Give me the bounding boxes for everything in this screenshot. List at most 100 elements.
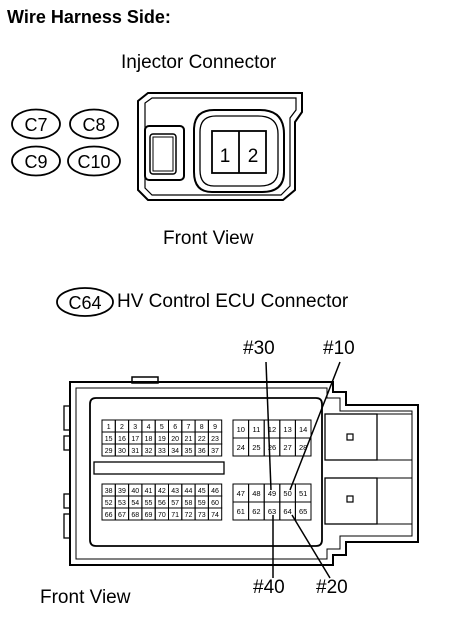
pin-label-48: 48 — [252, 489, 260, 498]
pin-label-18: 18 — [145, 436, 153, 443]
pin-label-34: 34 — [171, 448, 179, 455]
callout-pin-20: #20 — [316, 577, 348, 598]
pin-label-35: 35 — [185, 448, 193, 455]
pin-label-44: 44 — [185, 488, 193, 495]
pin-label-74: 74 — [211, 512, 219, 519]
pin-label-19: 19 — [158, 436, 166, 443]
pin-label-54: 54 — [131, 500, 139, 507]
pin-label-21: 21 — [185, 436, 193, 443]
ecu-front-view-label: Front View — [40, 587, 131, 608]
pin-label-43: 43 — [171, 488, 179, 495]
leader-10 — [289, 361, 341, 491]
injector-code-c7-label: C7 — [24, 115, 47, 135]
ecu-code-c64-label: C64 — [68, 293, 101, 313]
injector-code-c8-label: C8 — [82, 115, 105, 135]
pin-label-6: 6 — [173, 424, 177, 431]
pin-label-13: 13 — [283, 425, 291, 434]
pin-label-66: 66 — [105, 512, 113, 519]
pin-label-39: 39 — [118, 488, 126, 495]
ecu-code-c64: C64 — [56, 287, 114, 317]
pin-label-40: 40 — [131, 488, 139, 495]
pin-label-1: 1 — [107, 424, 111, 431]
injector-code-c8: C8 — [69, 108, 119, 140]
pin-cell-65 — [294, 501, 312, 521]
pin-label-17: 17 — [131, 436, 139, 443]
pin-label-26: 26 — [268, 443, 276, 452]
pin-cell-37 — [207, 443, 223, 457]
injector-code-c10-label: C10 — [77, 152, 110, 172]
pin-label-29: 29 — [105, 448, 113, 455]
pin-label-51: 51 — [299, 489, 307, 498]
pin-label-31: 31 — [131, 448, 139, 455]
pin-label-56: 56 — [158, 500, 166, 507]
pin-label-67: 67 — [118, 512, 126, 519]
pin-label-42: 42 — [158, 488, 166, 495]
pin-label-3: 3 — [133, 424, 137, 431]
ecu-connector-title: HV Control ECU Connector — [117, 291, 349, 312]
injector-code-c9: C9 — [11, 145, 61, 177]
pin-label-73: 73 — [198, 512, 206, 519]
pin-label-72: 72 — [185, 512, 193, 519]
pin-label-24: 24 — [237, 443, 245, 452]
pin-label-36: 36 — [198, 448, 206, 455]
pin-label-64: 64 — [283, 507, 291, 516]
pin-label-23: 23 — [211, 436, 219, 443]
leader-20 — [291, 514, 331, 579]
pin-label-4: 4 — [147, 424, 151, 431]
pin-label-9: 9 — [213, 424, 217, 431]
pin-label-47: 47 — [237, 489, 245, 498]
pin-label-12: 12 — [268, 425, 276, 434]
pin-label-15: 15 — [105, 436, 113, 443]
pin-label-62: 62 — [252, 507, 260, 516]
pin-label-61: 61 — [237, 507, 245, 516]
pin-label-30: 30 — [118, 448, 126, 455]
injector-code-c9-label: C9 — [24, 152, 47, 172]
pin-label-11: 11 — [253, 425, 261, 434]
pin-label-10: 10 — [237, 425, 245, 434]
pin-label-59: 59 — [198, 500, 206, 507]
pin-label-25: 25 — [252, 443, 260, 452]
pin-label-53: 53 — [118, 500, 126, 507]
pin-label-52: 52 — [105, 500, 113, 507]
pin-label-58: 58 — [185, 500, 193, 507]
pin-label-2: 2 — [120, 424, 124, 431]
injector-code-c7: C7 — [11, 108, 61, 140]
pin-label-20: 20 — [171, 436, 179, 443]
injector-connector-title: Injector Connector — [121, 52, 277, 73]
pin-label-69: 69 — [145, 512, 153, 519]
callout-pin-10: #10 — [323, 338, 355, 359]
pin-label-33: 33 — [158, 448, 166, 455]
leader-30 — [265, 361, 272, 491]
pin-label-46: 46 — [211, 488, 219, 495]
pin-label-38: 38 — [105, 488, 113, 495]
pin-label-70: 70 — [158, 512, 166, 519]
pin-label-16: 16 — [118, 436, 126, 443]
injector-code-c10: C10 — [67, 145, 121, 177]
pin-label-14: 14 — [299, 425, 307, 434]
injector-terminal-2: 2 — [248, 146, 259, 167]
pin-label-60: 60 — [211, 500, 219, 507]
pin-label-32: 32 — [145, 448, 153, 455]
injector-front-view-label: Front View — [163, 228, 254, 249]
ecu-connector-housing — [63, 376, 419, 566]
injector-terminal-1: 1 — [220, 146, 231, 167]
pin-label-5: 5 — [160, 424, 164, 431]
pin-label-45: 45 — [198, 488, 206, 495]
pin-cell-74 — [207, 507, 223, 521]
pin-label-27: 27 — [283, 443, 291, 452]
injector-connector-drawing — [137, 92, 303, 201]
pin-label-37: 37 — [211, 448, 219, 455]
pin-label-22: 22 — [198, 436, 206, 443]
callout-leaders — [265, 361, 341, 579]
callout-pin-30: #30 — [243, 338, 275, 359]
pin-label-55: 55 — [145, 500, 153, 507]
pin-label-57: 57 — [171, 500, 179, 507]
pin-label-28: 28 — [299, 443, 307, 452]
pin-label-7: 7 — [186, 424, 190, 431]
pin-label-49: 49 — [268, 489, 276, 498]
pin-label-50: 50 — [283, 489, 291, 498]
callout-pin-40: #40 — [253, 577, 285, 598]
pin-label-63: 63 — [268, 507, 276, 516]
